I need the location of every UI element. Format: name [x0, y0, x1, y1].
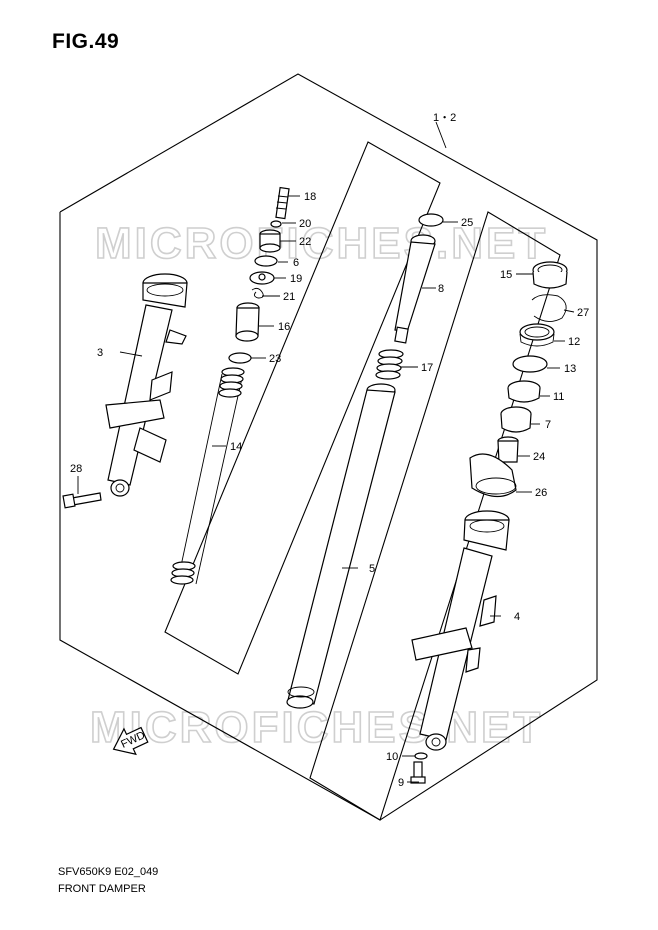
figure-code: SFV650K9 E02_049	[58, 866, 159, 878]
cover-26	[469, 453, 517, 498]
figure-name: FRONT DAMPER	[58, 883, 146, 895]
callout-23: 23	[269, 353, 281, 365]
callout-12: 12	[568, 336, 580, 348]
cap-22	[259, 229, 281, 253]
callout-28: 28	[70, 463, 82, 475]
outer-frame	[59, 73, 598, 821]
callout-24: 24	[533, 451, 545, 463]
inner-frame-right	[309, 211, 561, 821]
callout-16: 16	[278, 321, 290, 333]
washer-23	[228, 352, 252, 364]
washer-19	[249, 271, 275, 285]
damper-rod-8	[394, 234, 436, 344]
leader-lines	[77, 121, 575, 783]
callout-13: 13	[564, 363, 576, 375]
watermark-top: MICROFICHES.NET	[95, 219, 548, 268]
fwd-arrow-icon: FWD	[112, 726, 149, 756]
bushing-7	[500, 406, 532, 433]
callout-10: 10	[386, 751, 398, 763]
spring-17	[375, 349, 404, 380]
callout-7: 7	[545, 419, 551, 431]
outer-tube-right	[411, 510, 510, 751]
bolt-9	[410, 761, 426, 784]
washer-20	[270, 220, 282, 228]
callout-15: 15	[500, 269, 512, 281]
washer-10	[414, 752, 428, 760]
callout-26: 26	[535, 487, 547, 499]
callout-14: 14	[230, 441, 242, 453]
callout-22: 22	[299, 236, 311, 248]
callout-5: 5	[369, 563, 375, 575]
spring-14	[170, 367, 245, 585]
callout-25: 25	[461, 217, 473, 229]
callout-3: 3	[97, 347, 103, 359]
spacer-16	[235, 302, 260, 342]
watermark-bottom: MICROFICHES.NET	[90, 703, 543, 752]
bolt-28	[62, 492, 102, 509]
o-ring-6	[254, 255, 278, 267]
callout-17: 17	[421, 362, 433, 374]
callout-11: 11	[553, 391, 564, 403]
callout-19: 19	[290, 273, 302, 285]
seal-15	[532, 261, 568, 289]
inner-frame-left	[164, 141, 441, 675]
ring-25	[418, 213, 444, 227]
oil-lock-24	[497, 436, 519, 463]
callout-18: 18	[304, 191, 316, 203]
clip-21	[251, 287, 264, 299]
callout-21: 21	[283, 291, 295, 303]
inner-tube-5	[286, 383, 396, 709]
washer-13	[512, 355, 548, 373]
callout-6: 6	[293, 257, 299, 269]
callout-4: 4	[514, 611, 520, 623]
outer-tube-left	[105, 273, 188, 497]
bolt-18	[275, 186, 290, 220]
figure-title: FIG.49	[52, 30, 120, 53]
callout-1-2: 1・2	[433, 112, 456, 124]
callout-20: 20	[299, 218, 311, 230]
circlip-27	[531, 294, 567, 322]
bushing-11	[507, 380, 541, 403]
callout-8: 8	[438, 283, 444, 295]
callout-9: 9	[398, 777, 404, 789]
callout-27: 27	[577, 307, 589, 319]
seal-12	[519, 323, 555, 347]
